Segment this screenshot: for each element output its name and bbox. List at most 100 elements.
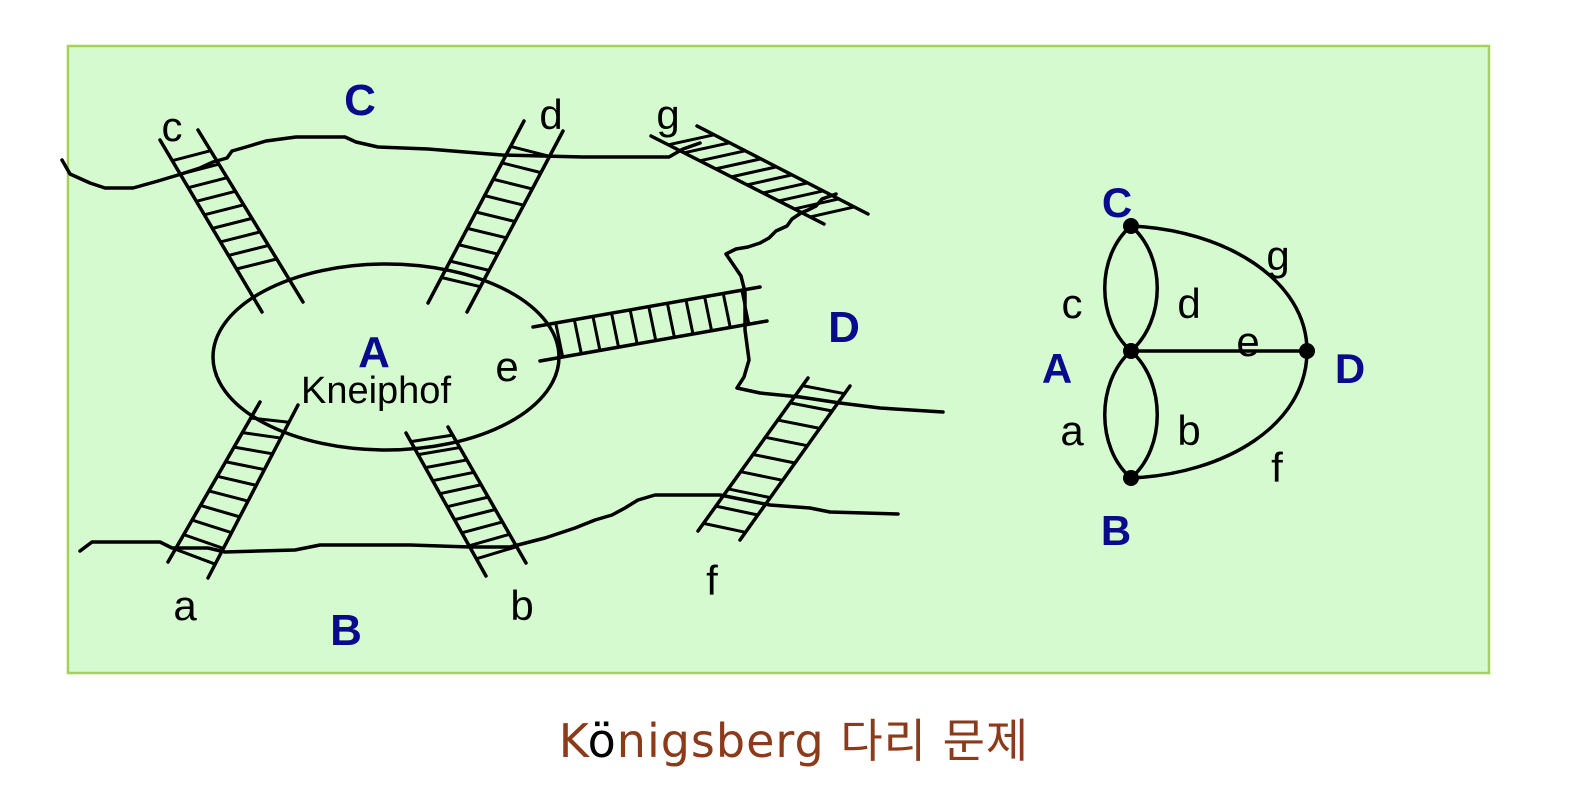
bridge-g-rung [777, 189, 825, 203]
region-label-c: C [344, 76, 376, 125]
bridge-g-rung [745, 173, 794, 187]
bridge-e [531, 285, 769, 363]
bridge-f-rung [702, 521, 747, 534]
bridge-b-rung [460, 520, 504, 535]
bridge-a-rung [199, 503, 242, 519]
bridge-e-rung [703, 295, 714, 333]
bridge-a-rung [173, 547, 217, 566]
bridge-e-rung [647, 305, 658, 343]
bridge-f-rung [726, 487, 772, 500]
bridge-f-rung [788, 401, 834, 413]
bridge-e-rung [740, 288, 751, 326]
bridge-e-rung [610, 311, 621, 349]
bridge-label-f: f [706, 557, 718, 604]
bridge-b [404, 425, 528, 578]
bridge-b-rung [438, 483, 483, 496]
bridge-graph: C A D B c d g e a b f [1042, 179, 1365, 554]
bridge-c-rung [202, 203, 246, 217]
graph-edge-label-g: g [1266, 232, 1289, 279]
bridge-c-rung [210, 216, 254, 230]
bridge-label-g: g [656, 91, 679, 138]
bridge-b-rail [446, 425, 528, 565]
graph-node-c [1123, 218, 1139, 234]
bridge-d-rung [465, 226, 508, 240]
bridge-c-rung [194, 189, 237, 203]
bridge-b-rung [467, 532, 512, 548]
bridge-e-rung [572, 318, 583, 356]
bridge-a-rung [240, 431, 283, 440]
bridge-c-rung [186, 176, 229, 190]
south-bank [78, 493, 900, 554]
graph-label-c: C [1102, 179, 1132, 226]
bridge-d-rung [448, 259, 491, 272]
graph-label-a: A [1042, 345, 1072, 392]
bridge-g-rung [698, 149, 747, 163]
bridge-a-rung [207, 489, 250, 503]
bridge-g-rung [682, 141, 732, 155]
bridge-d-rung [500, 161, 543, 175]
bridge-b-rung [453, 508, 497, 522]
graph-node-d [1299, 343, 1315, 359]
island-name: Kneiphof [301, 370, 451, 412]
bridge-label-b: b [510, 582, 533, 629]
map-panel [66, 44, 1491, 675]
caption-part-pre: K [558, 714, 588, 768]
bridge-f-rung [714, 504, 760, 517]
bridge-f-rung [776, 418, 822, 430]
bridge-b-rung [409, 433, 455, 444]
bridge-a-rung [224, 460, 266, 472]
bridge-c-rung [226, 243, 270, 257]
bridge-b-rail [404, 431, 488, 578]
bridge-f-rung [763, 435, 809, 448]
caption-part-post: nigsberg 다리 문제 [616, 714, 1030, 768]
graph-edge-label-d: d [1177, 280, 1200, 327]
bridge-e-rung [591, 314, 602, 352]
bridge-a-rung [190, 518, 234, 535]
bridge-a [166, 400, 300, 580]
bridges [158, 119, 870, 580]
bridge-g-rung [808, 205, 856, 219]
bridge-b-rung [423, 458, 469, 470]
bridge-c-rail [158, 138, 264, 314]
caption-part-accent: ö [587, 714, 617, 768]
graph-edge-d [1129, 224, 1159, 353]
bridge-e-rung [665, 301, 676, 339]
bridge-a-rung [215, 474, 258, 487]
graph-edge-b [1129, 349, 1159, 480]
north-bank [60, 135, 702, 190]
graph-edge-label-b: b [1177, 407, 1200, 454]
graph-node-a [1123, 343, 1139, 359]
bridge-d-rung [439, 276, 482, 289]
bridge-c-rung [218, 230, 262, 244]
graph-edge-f [1130, 350, 1309, 480]
bridge-f [696, 376, 852, 542]
bridge-c-rung [170, 149, 213, 163]
graph-node-b [1123, 470, 1139, 486]
graph-edge-label-f: f [1271, 444, 1283, 491]
graph-label-d: D [1335, 345, 1365, 392]
bridge-a-rung [182, 533, 225, 550]
bridge-b-rung [416, 446, 462, 457]
bridge-g-rung [714, 157, 763, 171]
bridge-c-rung [235, 257, 279, 271]
bridge-d-rung [457, 243, 500, 256]
bridge-label-a: a [173, 582, 197, 629]
bridge-b-rung [431, 470, 476, 483]
graph-edge-label-e: e [1236, 318, 1259, 365]
bridge-g-rung [729, 165, 778, 179]
figure-caption: Königsberg 다리 문제 [0, 705, 1588, 771]
bridge-e-rung [628, 308, 639, 346]
graph-edge-g [1130, 224, 1309, 352]
bridge-label-e: e [495, 343, 518, 390]
bridge-d-rung [474, 210, 517, 223]
bridge-f-rung [739, 470, 785, 482]
bridge-g-rung [761, 181, 810, 195]
graph-edge-c [1103, 224, 1133, 353]
region-label-b: B [330, 606, 362, 655]
bridge-a-rung [249, 416, 291, 424]
bridge-e-rung [554, 321, 565, 359]
graph-edge-label-c: c [1062, 280, 1083, 327]
bridge-e-rung [684, 298, 695, 336]
bridge-d [426, 119, 565, 314]
